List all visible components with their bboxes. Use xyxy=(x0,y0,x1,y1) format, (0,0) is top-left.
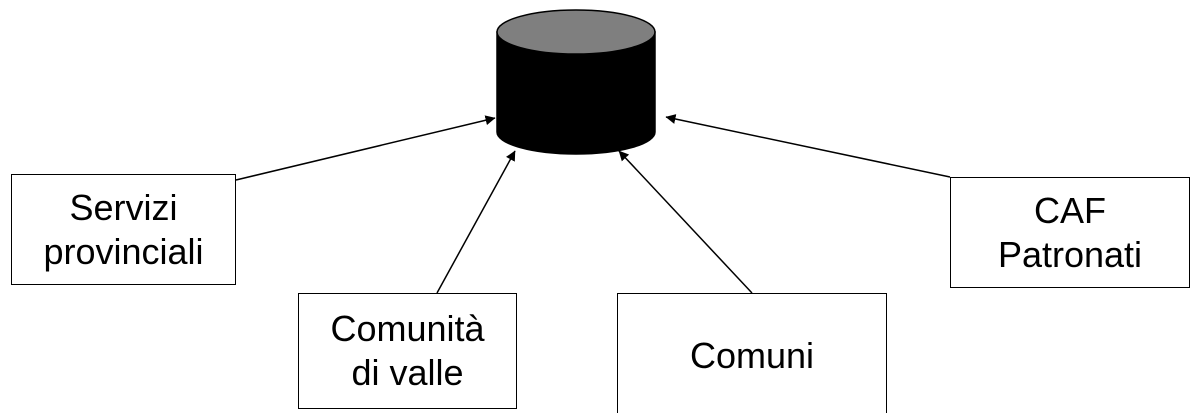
node-comunita-di-valle: Comunità di valle xyxy=(298,293,517,409)
node-caf-patronati-label: CAF Patronati xyxy=(998,189,1142,277)
database-top xyxy=(496,9,656,55)
arrow-servizi-to-database xyxy=(235,115,496,181)
node-servizi-line-2: provinciali xyxy=(43,230,204,272)
database-cylinder-icon xyxy=(496,9,656,155)
node-caf-line-2: Patronati xyxy=(997,233,1143,275)
node-comuni: Comuni xyxy=(617,293,887,413)
node-caf-patronati: CAF Patronati xyxy=(950,177,1190,288)
arrow-comunita-to-database xyxy=(436,150,516,294)
node-caf-line-1: CAF xyxy=(1034,189,1106,231)
node-comunita-line-1: Comunità xyxy=(330,308,485,349)
node-comuni-line-1: Comuni xyxy=(689,335,815,376)
database-body xyxy=(496,31,656,155)
node-servizi-provinciali: Servizi provinciali xyxy=(11,174,236,285)
node-comuni-label: Comuni xyxy=(690,334,814,378)
node-comunita-line-2: di valle xyxy=(351,352,464,393)
node-servizi-provinciali-label: Servizi provinciali xyxy=(43,186,203,274)
node-comunita-di-valle-label: Comunità di valle xyxy=(330,307,484,395)
arrow-comuni-to-database xyxy=(618,150,753,294)
arrow-caf-to-database xyxy=(665,114,951,178)
node-servizi-line-1: Servizi xyxy=(69,186,178,228)
